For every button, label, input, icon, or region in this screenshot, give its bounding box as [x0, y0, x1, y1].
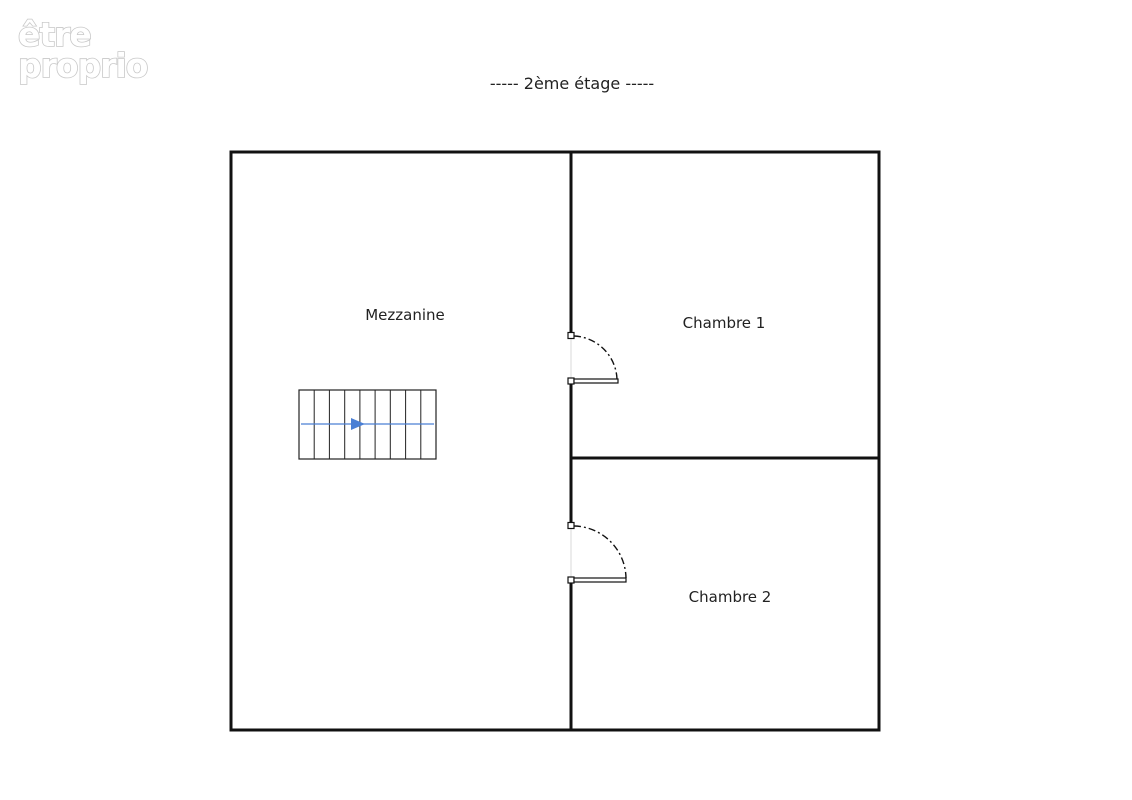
- door-2-hinge-bottom: [567, 576, 575, 584]
- walls: [229, 150, 881, 732]
- door-2-hinge-top: [567, 521, 575, 530]
- logo-line-1: être: [18, 15, 91, 54]
- door-1-leaf: [573, 378, 619, 384]
- floor-title: ----- 2ème étage -----: [490, 74, 654, 93]
- room-label-chambre-2: Chambre 2: [689, 588, 772, 606]
- door-2-swing-arc: [573, 525, 627, 579]
- staircase-icon: [298, 389, 437, 460]
- arrow-right-icon: [351, 418, 365, 430]
- door-1-hinge-bottom: [567, 377, 575, 385]
- etre-proprio-logo: être proprio: [17, 14, 149, 86]
- room-label-chambre-1: Chambre 1: [683, 314, 766, 332]
- logo-line-2: proprio: [18, 46, 148, 85]
- door-1-swing-arc: [573, 335, 618, 380]
- door-swing-icon: [567, 331, 619, 385]
- door-2-leaf: [573, 577, 627, 583]
- room-label-mezzanine: Mezzanine: [365, 306, 445, 324]
- door-1-hinge-top: [567, 331, 575, 340]
- outer-wall: [229, 150, 881, 732]
- door-swing-icon: [567, 521, 627, 584]
